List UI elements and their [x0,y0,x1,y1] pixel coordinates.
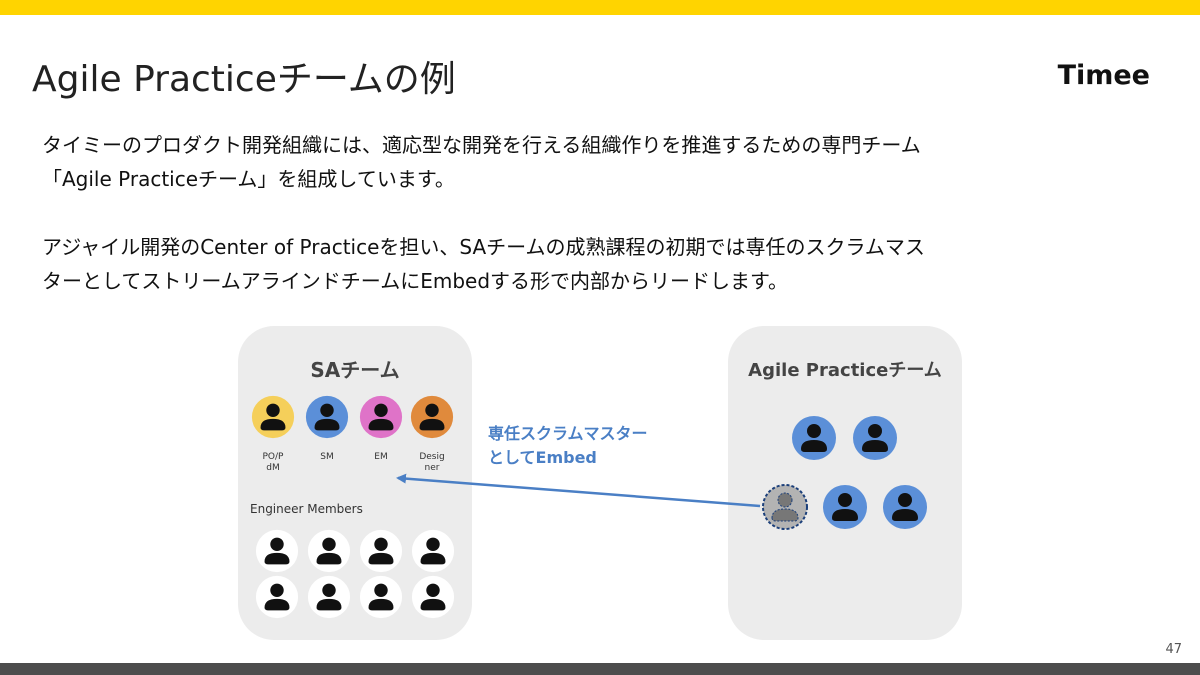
engineer-members-label: Engineer Members [250,502,363,516]
role-label: SM [320,452,334,462]
paragraph-1-line-2: 「Agile Practiceチーム」を組成しています。 [42,167,455,191]
engineer-avatar-icon [306,574,352,620]
role-avatar-icon [409,394,455,440]
sa-team-title: SAチーム [310,358,400,382]
ap-member-avatar-icon [851,414,899,462]
agile-practice-team-panel: Agile Practiceチーム [728,326,962,640]
engineer-avatar-icon [410,528,456,574]
role-avatar-icon [250,394,296,440]
role-label: EM [374,452,388,462]
embed-annotation: 専任スクラムマスター としてEmbed [488,422,648,470]
ap-member-avatar-icon [881,483,929,531]
engineer-avatar-icon [306,528,352,574]
top-accent-bar [0,0,1200,15]
engineer-avatar-icon [254,528,300,574]
bottom-bar [0,663,1200,675]
engineer-avatar-icon [358,528,404,574]
engineer-avatar-icon [358,574,404,620]
paragraph-1-line-1: タイミーのプロダクト開発組織には、適応型な開発を行える組織作りを推進するための専… [42,133,921,157]
timee-logo: Timee [1057,60,1150,91]
embedded-scrum-master-avatar-icon [761,483,809,531]
role-avatar-icon [358,394,404,440]
page-number: 47 [1165,642,1182,657]
slide-body: タイミーのプロダクト開発組織には、適応型な開発を行える組織作りを推進するための専… [42,128,1162,298]
ap-member-avatar-icon [790,414,838,462]
agile-practice-team-title: Agile Practiceチーム [748,360,942,381]
slide-title: Agile Practiceチームの例 [32,59,456,100]
embed-annotation-line-1: 専任スクラムマスター [488,424,648,443]
role-avatar-icon [304,394,350,440]
ap-member-avatar-icon [821,483,869,531]
embed-annotation-line-2: としてEmbed [488,448,597,467]
embed-arrow-line [396,473,761,508]
engineer-avatar-icon [254,574,300,620]
paragraph-2-line-1: アジャイル開発のCenter of Practiceを担い、SAチームの成熟課程… [42,235,925,259]
paragraph-2-line-2: ターとしてストリームアラインドチームにEmbedする形で内部からリードします。 [42,269,789,293]
engineer-avatar-icon [410,574,456,620]
